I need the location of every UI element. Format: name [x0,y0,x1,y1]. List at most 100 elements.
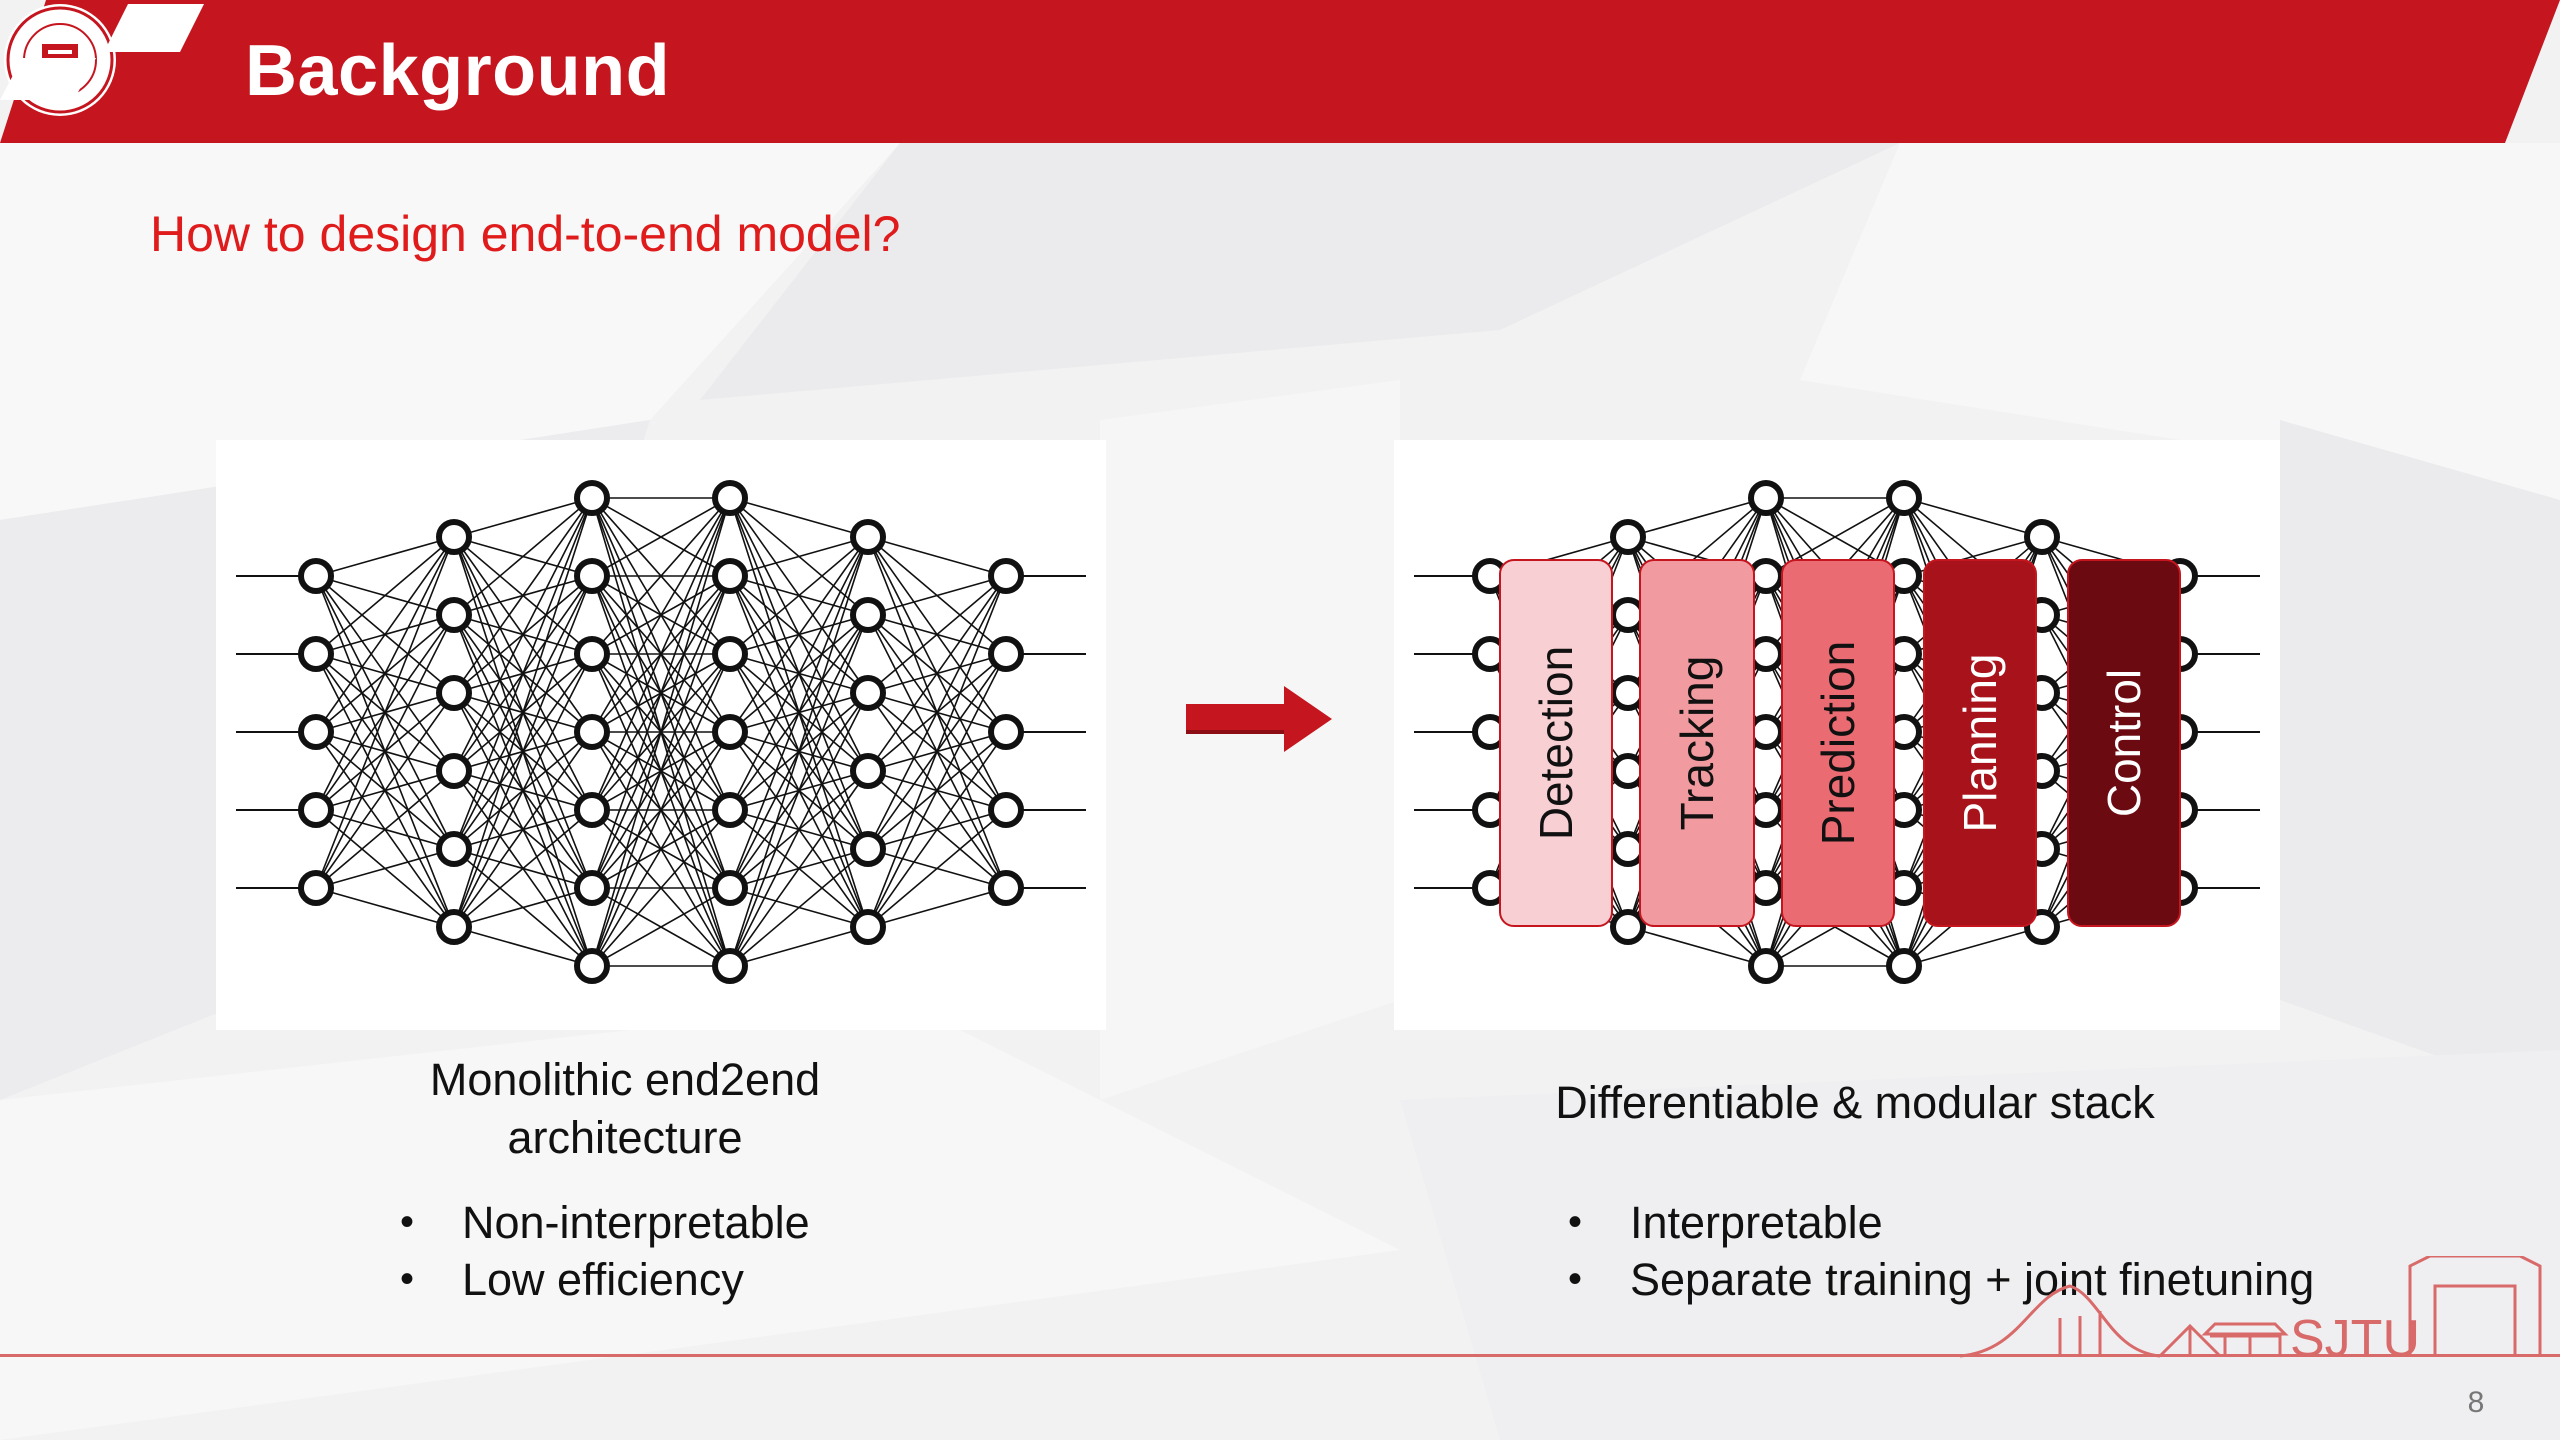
header-bar: Background [0,0,2560,143]
network-edge [867,575,1007,850]
network-edge [315,692,455,889]
network-edge [729,536,869,811]
page-number: 8 [2467,1386,2485,1419]
bullet-item: Non-interpretable [400,1194,810,1251]
network-edge [729,497,869,538]
network-node [712,636,748,672]
network-edge [453,497,593,850]
network-edge [591,497,731,577]
network-edge [729,614,869,967]
network-edge [867,575,1007,772]
network-node [1748,480,1784,516]
bullet-item: Separate training + joint finetuning [1568,1251,2314,1308]
network-edge [1627,926,1767,967]
bullet-item: Low efficiency [400,1251,810,1308]
network-node [712,870,748,906]
network-node [1748,714,1784,750]
network-edge [729,536,869,733]
network-edge [729,848,869,967]
campus-gate-icon: SJTU [1960,1256,2542,1366]
module-detection: Detection [1499,559,1613,927]
network-edge [315,536,455,577]
network-node [988,714,1024,750]
network-node [1748,792,1784,828]
network-node [1610,831,1646,867]
network-node [1748,870,1784,906]
module-box [1923,559,2037,927]
network-edge [315,536,455,811]
network-node [988,792,1024,828]
network-node [1748,636,1784,672]
monolithic-network-diagram [236,480,1086,984]
network-edge [591,497,731,811]
module-prediction: Prediction [1781,559,1895,927]
network-edge [453,497,593,928]
network-edge [315,536,455,733]
network-node [298,870,334,906]
network-edge [1903,497,2043,538]
network-node [298,558,334,594]
module-planning: Planning [1923,559,2037,927]
network-node [712,714,748,750]
network-node [2024,519,2060,555]
footer-line [0,1354,2560,1357]
network-node [436,675,472,711]
network-edge [867,536,1007,577]
network-node [1610,519,1646,555]
network-node [574,714,610,750]
network-node [1610,597,1646,633]
network-edge [729,770,869,967]
network-node [850,831,886,867]
network-edges [315,497,1007,967]
network-edge [453,497,593,694]
network-node [436,519,472,555]
left-caption-line2: architecture [507,1112,743,1163]
network-edge [453,653,593,928]
network-node [850,909,886,945]
network-node [436,909,472,945]
network-node [712,558,748,594]
network-edge [867,575,1007,616]
network-node [436,597,472,633]
bullet-item: Interpretable [1568,1194,2314,1251]
network-node [574,870,610,906]
module-label: Control [2098,669,2150,817]
network-node [1886,480,1922,516]
network-edge [453,926,593,967]
network-edge [315,536,455,889]
module-tracking: Tracking [1639,559,1755,927]
network-edge [315,536,455,655]
network-node [1748,948,1784,984]
module-box [2067,559,2181,927]
right-bullet-list: Interpretable Separate training + joint … [1568,1194,2314,1308]
network-node [712,480,748,516]
network-node [850,597,886,633]
network-edge [729,536,869,889]
network-edge [867,653,1007,928]
network-edge [867,731,1007,928]
network-node [436,831,472,867]
network-node [988,870,1024,906]
network-edge [453,497,593,538]
monolithic-network-panel [216,440,1106,1030]
network-edge [453,887,593,928]
network-nodes [298,480,1024,984]
network-node [1610,753,1646,789]
network-node [1748,558,1784,594]
network-edge [591,497,731,733]
network-edge [591,731,731,967]
right-arrow-icon [1186,686,1332,752]
network-node [574,558,610,594]
network-edge [729,926,869,967]
network-node [1610,675,1646,711]
network-edge [591,497,731,967]
network-edge [591,887,731,967]
network-edge [591,575,731,967]
module-label: Tracking [1671,656,1723,831]
network-node [298,792,334,828]
network-edge [729,536,869,577]
network-edge [867,887,1007,928]
network-node [298,714,334,750]
network-edge [453,809,593,928]
